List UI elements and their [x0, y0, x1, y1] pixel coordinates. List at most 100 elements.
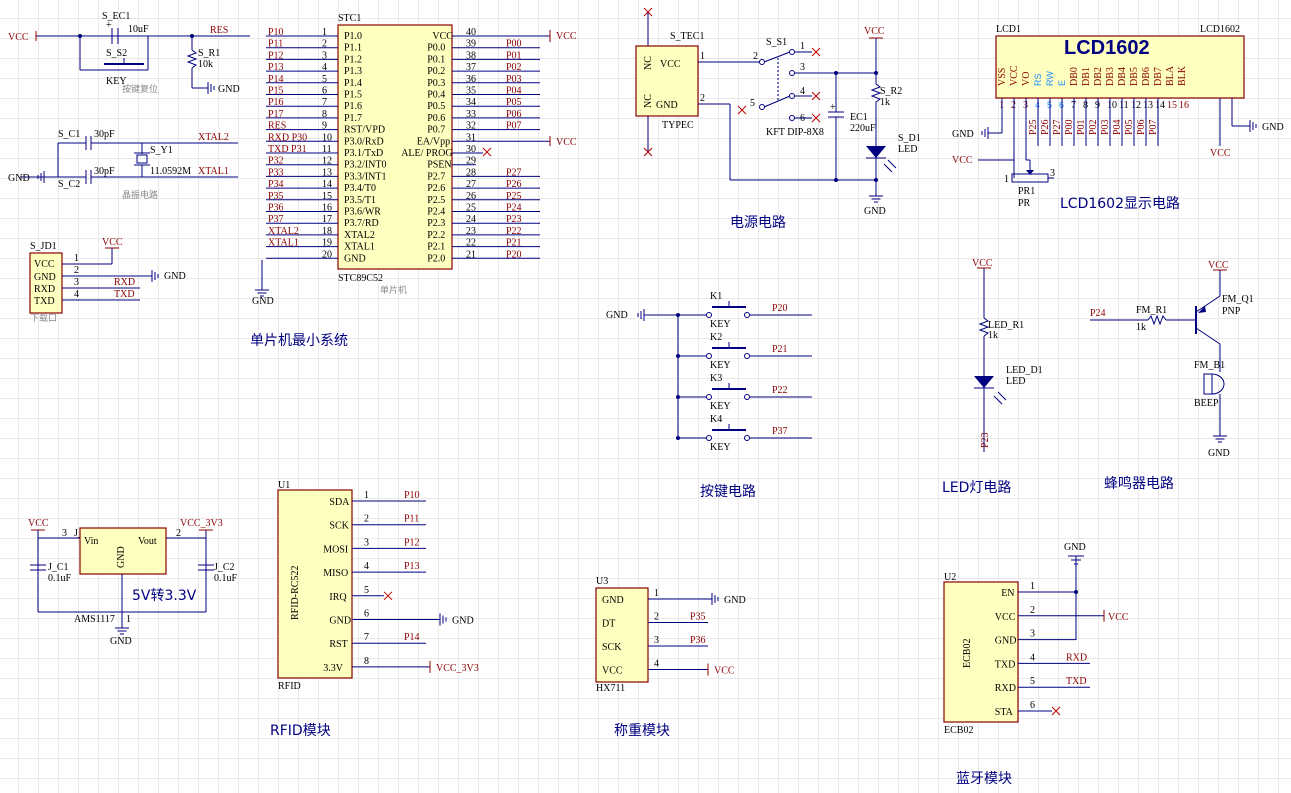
download-header: S_JD1 VCC GND RXD TXD 1 2 3 4 VCC GND RX… [29, 237, 186, 323]
mcu-pin-num: 7 [322, 97, 327, 108]
ecb-pin-name: STA [995, 707, 1014, 718]
jd-num: 1 [74, 253, 79, 264]
title-lcd: LCD1602显示电路 [1060, 196, 1180, 212]
mcu-pin-name: P1.5 [344, 90, 362, 101]
mcu-net-left: P15 [268, 86, 284, 97]
lcd-net: P04 [1112, 119, 1123, 135]
rfid-pin-num: 7 [364, 632, 369, 643]
lcd-net: P07 [1148, 119, 1159, 135]
mcu-net-right: P06 [506, 109, 522, 120]
mcu-net-right: P26 [506, 179, 522, 190]
power-circuit: S_TEC1 NC NC VCC GND TYPEC 1 2 S_S1 2 1 … [635, 7, 921, 231]
fmr1-ref: FM_R1 [1136, 305, 1167, 316]
svg-text:1: 1 [700, 51, 705, 62]
hx-net: P36 [690, 635, 706, 646]
mcu-pin-name: P1.3 [344, 66, 362, 77]
reset-circuit: VCC + S_EC1 10uF S_S2 KEY 按键复位 RES S_R1 … [8, 11, 250, 95]
svg-text:+: + [830, 102, 836, 113]
rfid-pin-name: MOSI [323, 544, 348, 555]
jack-gnd: GND [656, 100, 678, 111]
switch-value: KEY [106, 76, 127, 87]
crystal-note: 晶振电路 [122, 189, 158, 200]
fmb1-value: BEEP [1194, 398, 1219, 409]
ldo-gnd-pin: GND [116, 546, 127, 568]
mcu-net-left: P16 [268, 97, 284, 108]
title-bt: 蓝牙模块 [956, 771, 1012, 787]
key-ref: K3 [710, 373, 722, 384]
rfid-pin-name: SCK [329, 521, 349, 532]
sr2-ref: S_R2 [880, 86, 902, 97]
mcu-pin-name: P3.3/INT1 [344, 171, 387, 182]
hx-pin-num: 4 [654, 659, 659, 670]
lcd-pin-name: BLK [1177, 65, 1188, 86]
jd-pin-4: TXD [34, 296, 55, 307]
key-value: KEY [710, 442, 731, 453]
key-net: P20 [772, 303, 788, 314]
mcu-net-right: P22 [506, 226, 522, 237]
key-ref: K4 [710, 414, 722, 425]
mcu-pin-name: P0.5 [427, 101, 445, 112]
c1-ref: S_C1 [58, 129, 80, 140]
c1-value: 30pF [94, 129, 115, 140]
fmb1-ref: FM_B1 [1194, 360, 1225, 371]
jd-num: 3 [74, 277, 79, 288]
ldo-circuit: VCC J_U1 3 Vin Vout GND 2 VCC_3V3 J_C1 0… [28, 518, 238, 647]
mcu-net-right: P25 [506, 191, 522, 202]
lcd-net: P05 [1124, 119, 1135, 135]
ec1-ref: EC1 [850, 112, 868, 123]
rfid-pin-name: GND [329, 616, 351, 627]
jd-num: 2 [74, 265, 79, 276]
jd-ref: S_JD1 [30, 241, 57, 252]
lcd-pin-name: E [1057, 80, 1067, 86]
mcu-pin-name: P2.0 [427, 253, 445, 264]
lcd-pin-num: 16 [1179, 100, 1189, 111]
res-value: 10k [198, 59, 213, 70]
ecb-pin-name: VCC [995, 612, 1016, 623]
mcu-pin-num: 14 [322, 179, 332, 190]
mcu-pin-name: XTAL1 [344, 242, 375, 253]
ecb-pin-num: 2 [1030, 605, 1035, 616]
mcu-net-left: P13 [268, 62, 284, 73]
lcd-pin-name: VSS [997, 68, 1008, 86]
lcd-pin-num: 11 [1119, 100, 1129, 111]
ledr1-ref: LED_R1 [988, 320, 1024, 331]
rfid-part: RFID-RC522 [290, 566, 301, 620]
lcd-pin-name: DB3 [1105, 67, 1116, 86]
lcd-net: P26 [1040, 119, 1051, 135]
svg-text:1: 1 [800, 41, 805, 52]
crystal-circuit: S_C1 30pF XTAL2 GND S_C2 30pF XTAL1 S_Y1… [8, 129, 238, 200]
xtal2-net: XTAL2 [198, 132, 229, 143]
sw-type: KFT DIP-8X8 [766, 127, 824, 138]
ecb-pin-num: 6 [1030, 700, 1035, 711]
c2-ref: S_C2 [58, 179, 80, 190]
mcu-pin-num: 6 [322, 86, 327, 97]
mcu-pin-num: 4 [322, 62, 327, 73]
bz-vcc: VCC [1208, 260, 1229, 271]
y-value: 11.0592M [150, 166, 191, 177]
mcu-net-left: P32 [268, 156, 284, 167]
cap-value: 10uF [128, 24, 149, 35]
mcu-pin-num: 16 [322, 203, 332, 214]
lcd-pin-name: DB2 [1093, 67, 1104, 86]
mcu-pin-num: 34 [466, 97, 476, 108]
mcu-pin-num: 20 [322, 249, 332, 260]
mcu-pin-name: EA/Vpp [417, 136, 450, 147]
mcu-pin-name: P2.4 [427, 207, 445, 218]
rfid-foot: RFID [278, 681, 301, 692]
reset-note: 按键复位 [122, 83, 158, 94]
keys-gnd: GND [606, 310, 628, 321]
fmq1-value: PNP [1222, 306, 1241, 317]
rfid-net: P13 [404, 561, 420, 572]
lcd-part: LCD1602 [1200, 24, 1240, 35]
mcu-pin-name: P2.6 [427, 183, 445, 194]
lcd-pin-name: VCC [1009, 65, 1020, 86]
lcd-pin-name: DB7 [1153, 67, 1164, 86]
hx-pin-name: SCK [602, 642, 622, 653]
lcd-pin-name: RS [1033, 73, 1043, 86]
